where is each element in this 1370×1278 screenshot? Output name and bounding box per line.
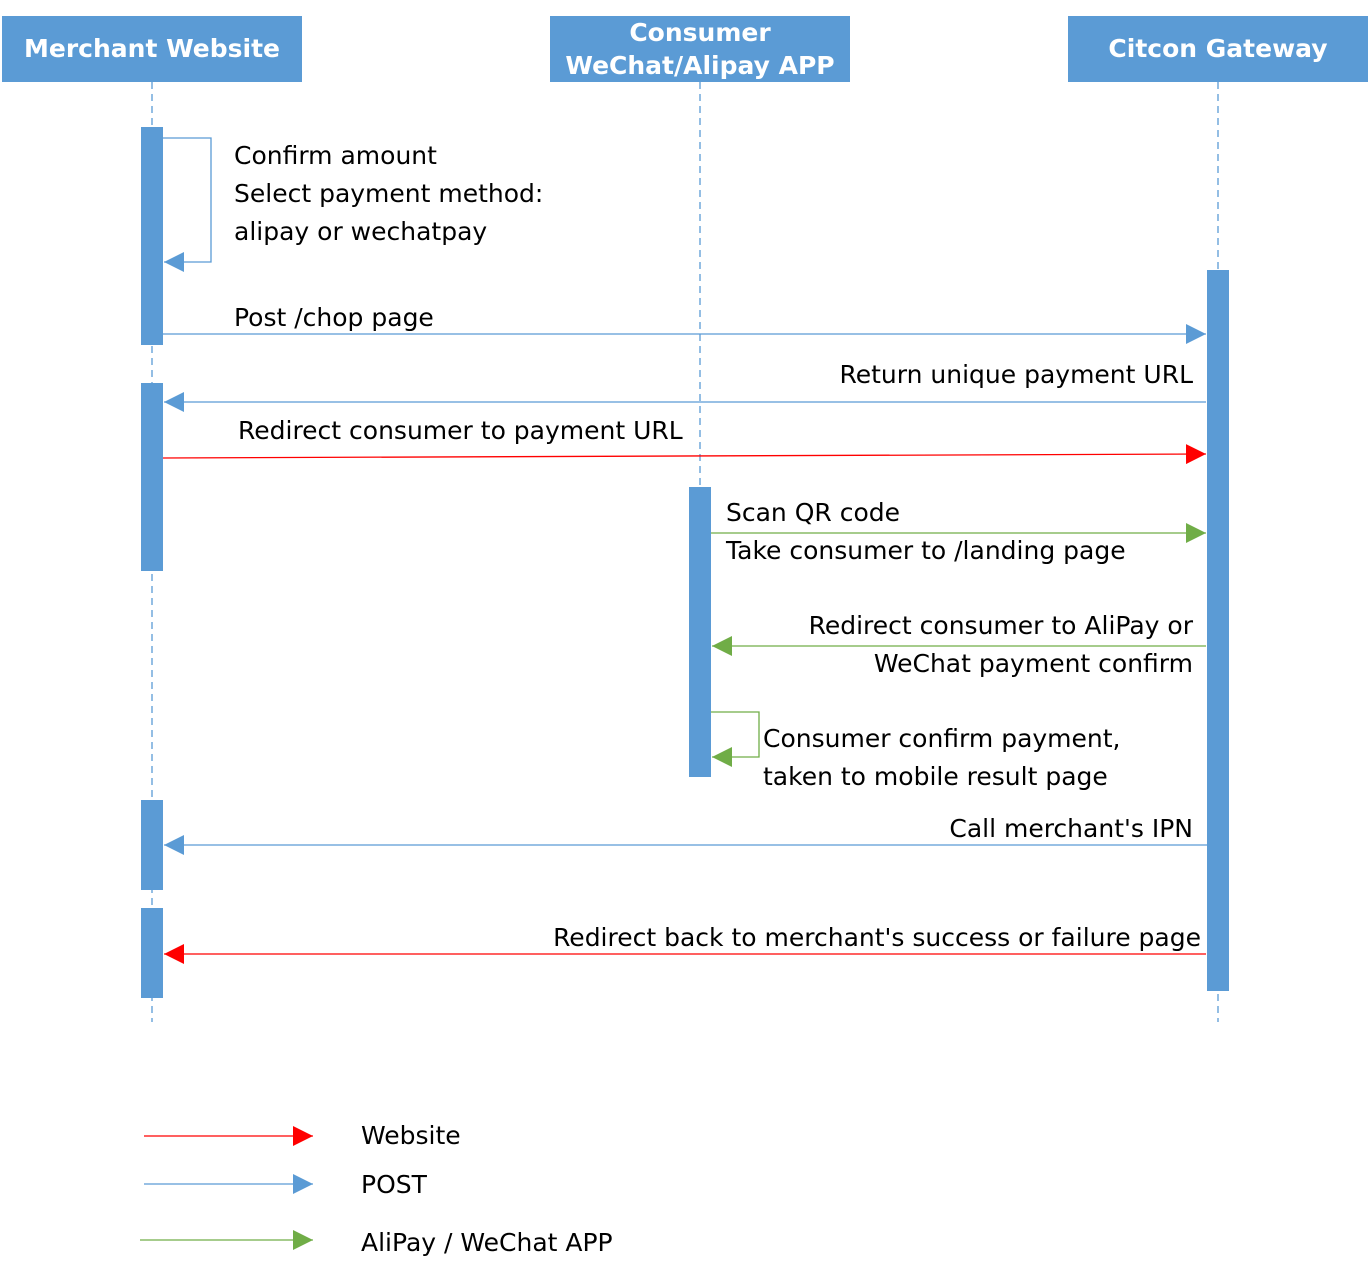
label-line: Redirect back to merchant's success or f…	[553, 923, 1201, 952]
message-return-payment-url-label: Return unique payment URL	[840, 356, 1194, 394]
legend-app-label: AliPay / WeChat APP	[361, 1224, 613, 1262]
activation-merchant-1	[141, 127, 163, 345]
label-line: Select payment method:	[234, 179, 544, 208]
legend-website-label: Website	[361, 1117, 461, 1155]
label-line: Redirect consumer to AliPay or	[808, 611, 1193, 640]
message-consumer-confirm-label: Consumer confirm payment, taken to mobil…	[763, 720, 1121, 796]
participant-citcon-gateway: Citcon Gateway	[1068, 16, 1368, 82]
message-redirect-to-wallet-label: Redirect consumer to AliPay or WeChat pa…	[809, 607, 1193, 683]
label-line: Website	[361, 1121, 461, 1150]
message-confirm-amount-arrow	[163, 137, 212, 272]
label-line: Consumer confirm payment,	[763, 724, 1121, 753]
label-line: WeChat payment confirm	[873, 649, 1193, 678]
message-redirect-back-label: Redirect back to merchant's success or f…	[553, 919, 1201, 957]
label-line: Return unique payment URL	[839, 360, 1194, 389]
participant-consumer-app: Consumer WeChat/Alipay APP	[550, 16, 850, 82]
activation-consumer	[689, 487, 711, 777]
label-line: AliPay / WeChat APP	[361, 1228, 613, 1257]
label-line: Confirm amount	[234, 141, 437, 170]
message-scan-qr-code-label: Scan QR code Take consumer to /landing p…	[726, 494, 1126, 570]
label-line: taken to mobile result page	[763, 762, 1108, 791]
label-line: Scan QR code	[726, 498, 901, 527]
legend-post-label: POST	[361, 1166, 427, 1204]
participant-label: Citcon Gateway	[1108, 34, 1328, 63]
activation-merchant-3	[141, 800, 163, 890]
activation-merchant-4	[141, 908, 163, 998]
participant-label-line-1: Consumer	[629, 18, 771, 47]
label-line: Redirect consumer to payment URL	[238, 416, 683, 445]
participant-label-line-2: WeChat/Alipay APP	[565, 51, 835, 80]
message-call-ipn-label: Call merchant's IPN	[949, 810, 1193, 848]
label-line: POST	[361, 1170, 427, 1199]
participant-label: Merchant Website	[24, 34, 280, 63]
message-redirect-to-payment-url-arrow	[162, 444, 1207, 465]
message-confirm-amount-label: Confirm amount Select payment method: al…	[234, 137, 543, 251]
message-redirect-to-payment-url-label: Redirect consumer to payment URL	[238, 412, 683, 450]
message-post-chop-page-label: Post /chop page	[234, 299, 434, 337]
label-line: alipay or wechatpay	[234, 217, 488, 246]
activation-citcon	[1207, 270, 1229, 991]
activation-merchant-2	[141, 383, 163, 571]
label-line: Post /chop page	[234, 303, 434, 332]
participant-merchant-website: Merchant Website	[2, 16, 302, 82]
label-line: Call merchant's IPN	[949, 814, 1193, 843]
message-consumer-confirm-arrow	[711, 711, 760, 767]
label-line: Take consumer to /landing page	[726, 536, 1126, 565]
